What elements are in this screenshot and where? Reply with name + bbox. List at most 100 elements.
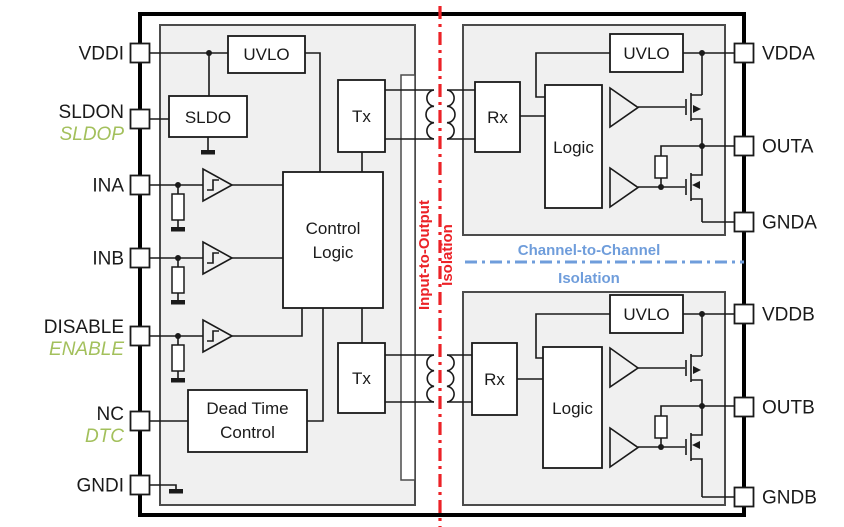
resistor-icon xyxy=(171,266,185,294)
ground-icon xyxy=(171,227,185,232)
schmitt-buffer-icon xyxy=(202,167,234,203)
resistor-icon xyxy=(171,193,185,221)
channel-channel-isolation: Channel-to-Channel Isolation xyxy=(465,242,744,287)
coil-icon xyxy=(425,89,435,140)
ground-icon xyxy=(201,150,215,155)
pin-inb xyxy=(129,247,151,269)
pin-nc xyxy=(129,410,151,432)
channel-b-buffers xyxy=(609,346,640,469)
logic-block-b xyxy=(542,346,603,469)
pin-vddi xyxy=(129,42,151,64)
pin-outa xyxy=(733,135,755,157)
ground-icons xyxy=(169,150,215,494)
pin-label-vdda: VDDA xyxy=(762,44,815,65)
pin-label-ina: INA xyxy=(92,176,124,197)
uvlo-block-b xyxy=(609,294,684,334)
uvlo-label: UVLO xyxy=(243,45,289,64)
ground-icon xyxy=(171,378,185,383)
input-resistors xyxy=(171,193,185,372)
pin-vdda xyxy=(733,42,755,64)
tx-block-b xyxy=(337,342,386,414)
pin-alt-label-enable: ENABLE xyxy=(49,339,124,360)
left-pins xyxy=(129,42,151,496)
left-pin-labels: VDDI SLDON SLDOP INA INB DISABLE ENABLE … xyxy=(44,44,125,497)
dead-time-label-line2: Control xyxy=(220,423,275,442)
channel-channel-isolation-label: Channel-to-Channel xyxy=(518,242,661,259)
driver-buffer-icon xyxy=(609,426,640,469)
pin-label-outb: OUTB xyxy=(762,398,815,419)
isolation-transformer-b xyxy=(385,354,472,403)
right-pin-labels: VDDA OUTA GNDA VDDB OUTB GNDB xyxy=(762,44,817,509)
channel-b-wires xyxy=(517,313,735,498)
resistor-icon xyxy=(654,155,668,179)
uvlo-block-a xyxy=(609,33,684,73)
uvlo-b-label: UVLO xyxy=(623,305,669,324)
control-logic-block xyxy=(282,171,384,309)
pin-alt-label-sldop: SLDOP xyxy=(60,124,125,145)
schmitt-buffer-icon xyxy=(202,240,234,276)
resistor-icon xyxy=(171,344,185,372)
pin-label-gndi: GNDI xyxy=(77,476,125,497)
pin-ina xyxy=(129,174,151,196)
mosfet-arrow-icon xyxy=(692,181,700,189)
schmitt-buffers xyxy=(202,167,234,354)
rx-block-a xyxy=(474,81,521,153)
pin-label-outa: OUTA xyxy=(762,137,814,158)
coil-icon xyxy=(446,354,455,403)
tx-block-a xyxy=(337,79,386,153)
dead-time-label-line1: Dead Time xyxy=(206,399,288,418)
pin-gnda xyxy=(733,211,755,233)
dead-time-control-block xyxy=(187,389,308,453)
isolation-strip xyxy=(400,74,416,481)
pin-vddb xyxy=(733,303,755,325)
rx-a-label: Rx xyxy=(487,108,508,127)
mosfet-arrow-icon xyxy=(693,366,701,374)
logic-block-a xyxy=(544,84,603,209)
channel-channel-isolation-sublabel: Isolation xyxy=(558,270,620,287)
tx-b-label: Tx xyxy=(352,369,371,388)
resistor-icon xyxy=(654,415,668,439)
driver-buffer-icon xyxy=(609,86,640,129)
right-pins xyxy=(733,42,755,508)
coil-icon xyxy=(426,354,435,403)
driver-buffer-icon xyxy=(609,166,640,209)
pin-gndb xyxy=(733,486,755,508)
channel-a-buffers xyxy=(609,86,640,209)
driver-buffer-icon xyxy=(609,346,640,389)
pin-label-disable: DISABLE xyxy=(44,317,124,338)
sldo-block xyxy=(168,95,248,138)
pin-label-gndb: GNDB xyxy=(762,488,817,509)
pin-outb xyxy=(733,396,755,418)
ground-icon xyxy=(171,300,185,305)
pin-label-nc: NC xyxy=(97,404,124,425)
logic-a-label: Logic xyxy=(553,138,594,157)
ground-icon xyxy=(169,489,183,494)
input-side-wires xyxy=(149,52,363,489)
pin-gndi xyxy=(129,474,151,496)
input-output-isolation: Input-to-Output Isolation xyxy=(416,6,456,527)
pin-sldon xyxy=(129,108,151,130)
pin-label-vddi: VDDI xyxy=(79,44,124,65)
logic-b-label: Logic xyxy=(552,399,593,418)
mosfet-arrow-icon xyxy=(692,441,700,449)
uvlo-block-input xyxy=(227,35,306,74)
control-logic-label-line1: Control xyxy=(306,219,361,238)
input-output-isolation-label: Input-to-Output xyxy=(416,200,433,310)
uvlo-a-label: UVLO xyxy=(623,44,669,63)
pin-disable xyxy=(129,325,151,347)
channel-a-mosfets xyxy=(654,105,701,189)
pin-label-sldon: SLDON xyxy=(59,102,124,123)
pin-alt-label-dtc: DTC xyxy=(85,426,124,447)
pin-label-gnda: GNDA xyxy=(762,213,817,234)
input-output-isolation-sublabel: Isolation xyxy=(439,224,456,286)
function-blocks: UVLO SLDO Control Logic Dead Time Contro… xyxy=(168,33,684,469)
mosfet-arrow-icon xyxy=(693,105,701,113)
tx-a-label: Tx xyxy=(352,107,371,126)
pin-label-inb: INB xyxy=(92,249,124,270)
channel-b-mosfets xyxy=(654,366,701,449)
schmitt-buffer-icon xyxy=(202,318,234,354)
control-logic-label-line2: Logic xyxy=(313,243,354,262)
isolation-transformer-a xyxy=(385,89,475,140)
